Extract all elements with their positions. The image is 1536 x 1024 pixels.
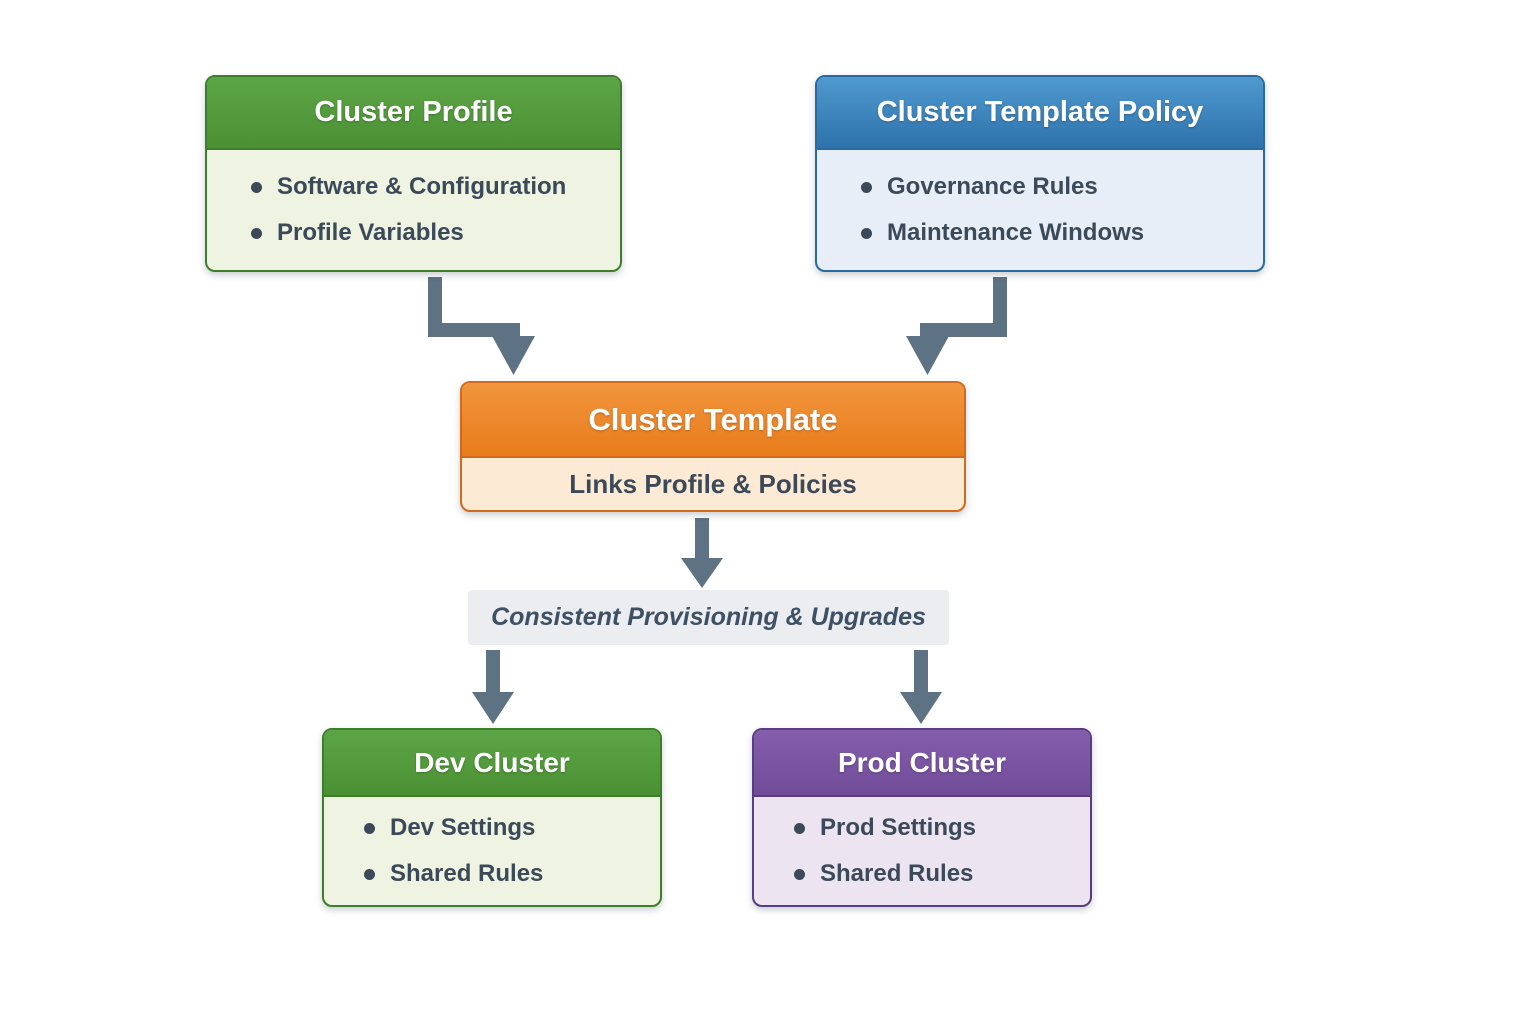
cluster-template-title: Cluster Template (588, 401, 838, 437)
bullet-icon (364, 868, 375, 880)
bullet-icon (794, 868, 805, 880)
list-item-label: Governance Rules (887, 173, 1098, 200)
node-cluster-template: Cluster Template Links Profile & Policie… (460, 381, 966, 512)
list-item-label: Shared Rules (390, 860, 544, 887)
node-cluster-profile: Cluster Profile Software & Configuration… (205, 75, 622, 272)
list-item: Dev Settings (364, 814, 660, 842)
provisioning-banner: Consistent Provisioning & Upgrades (468, 590, 949, 645)
bullet-icon (794, 822, 805, 834)
arrow-banner-to-dev (472, 650, 514, 724)
list-item: Governance Rules (861, 173, 1263, 201)
prod-cluster-body: Prod Settings Shared Rules (754, 797, 1090, 905)
provisioning-banner-label: Consistent Provisioning & Upgrades (491, 603, 926, 631)
dev-cluster-title: Dev Cluster (414, 746, 570, 778)
bullet-icon (251, 181, 262, 193)
dev-cluster-header: Dev Cluster (324, 730, 660, 797)
cluster-profile-header: Cluster Profile (207, 77, 620, 150)
list-item: Prod Settings (794, 814, 1090, 842)
list-item-label: Shared Rules (820, 860, 974, 887)
node-prod-cluster: Prod Cluster Prod Settings Shared Rules (752, 728, 1092, 907)
cluster-template-subtitle: Links Profile & Policies (569, 468, 857, 499)
bullet-icon (364, 822, 375, 834)
list-item: Shared Rules (794, 860, 1090, 888)
list-item: Maintenance Windows (861, 219, 1263, 247)
cluster-template-body: Links Profile & Policies (462, 458, 964, 510)
arrow-profile-to-template (428, 277, 535, 375)
list-item-label: Maintenance Windows (887, 219, 1145, 246)
list-item-label: Software & Configuration (277, 173, 567, 200)
bullet-icon (251, 227, 262, 239)
prod-cluster-title: Prod Cluster (837, 746, 1007, 778)
cluster-template-policy-body: Governance Rules Maintenance Windows (817, 150, 1263, 270)
node-cluster-template-policy: Cluster Template Policy Governance Rules… (815, 75, 1265, 272)
arrow-policy-to-template (906, 277, 1007, 375)
prod-cluster-header: Prod Cluster (754, 730, 1090, 797)
list-item: Shared Rules (364, 860, 660, 888)
arrow-template-to-banner (681, 518, 723, 588)
list-item-label: Dev Settings (390, 814, 536, 841)
cluster-template-policy-title: Cluster Template Policy (876, 96, 1204, 128)
cluster-template-policy-header: Cluster Template Policy (817, 77, 1263, 150)
list-item-label: Profile Variables (277, 219, 464, 246)
list-item-label: Prod Settings (820, 814, 977, 841)
cluster-template-header: Cluster Template (462, 383, 964, 458)
list-item: Software & Configuration (251, 173, 620, 201)
arrow-banner-to-prod (900, 650, 942, 724)
bullet-icon (861, 227, 872, 239)
bullet-icon (861, 181, 872, 193)
cluster-profile-body: Software & Configuration Profile Variabl… (207, 150, 620, 270)
node-dev-cluster: Dev Cluster Dev Settings Shared Rules (322, 728, 662, 907)
list-item: Profile Variables (251, 219, 620, 247)
cluster-profile-title: Cluster Profile (314, 96, 513, 128)
dev-cluster-body: Dev Settings Shared Rules (324, 797, 660, 905)
